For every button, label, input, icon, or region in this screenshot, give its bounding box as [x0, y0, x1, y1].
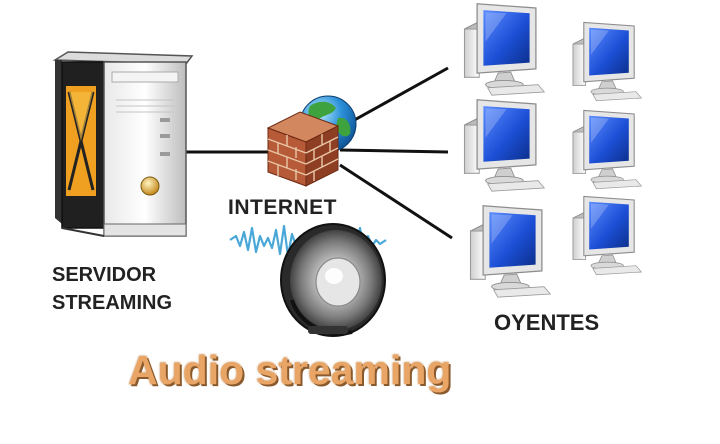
listener-computers	[463, 3, 642, 298]
connection-lines	[183, 66, 453, 240]
server-label-line1: SERVIDOR	[52, 264, 157, 286]
desktop-computer-icon	[572, 195, 642, 276]
link-internet-bottom	[339, 163, 453, 240]
desktop-computer-icon	[572, 21, 642, 102]
server-label-line2: STREAMING	[52, 292, 172, 314]
desktop-computer-icon	[572, 109, 642, 190]
speaker-icon	[280, 223, 386, 337]
desktop-computer-icon	[463, 3, 545, 96]
listeners-label: OYENTES	[494, 310, 600, 335]
server-tower-icon	[52, 51, 194, 237]
page-title: Audio streaming	[128, 347, 452, 393]
server-label: SERVIDOR STREAMING	[52, 261, 172, 317]
link-internet-middle	[339, 148, 449, 154]
desktop-computer-icon	[469, 205, 551, 298]
desktop-computer-icon	[463, 99, 545, 192]
link-internet-top	[339, 66, 449, 130]
internet-label: INTERNET	[228, 196, 337, 219]
brick-firewall-icon	[266, 111, 340, 187]
